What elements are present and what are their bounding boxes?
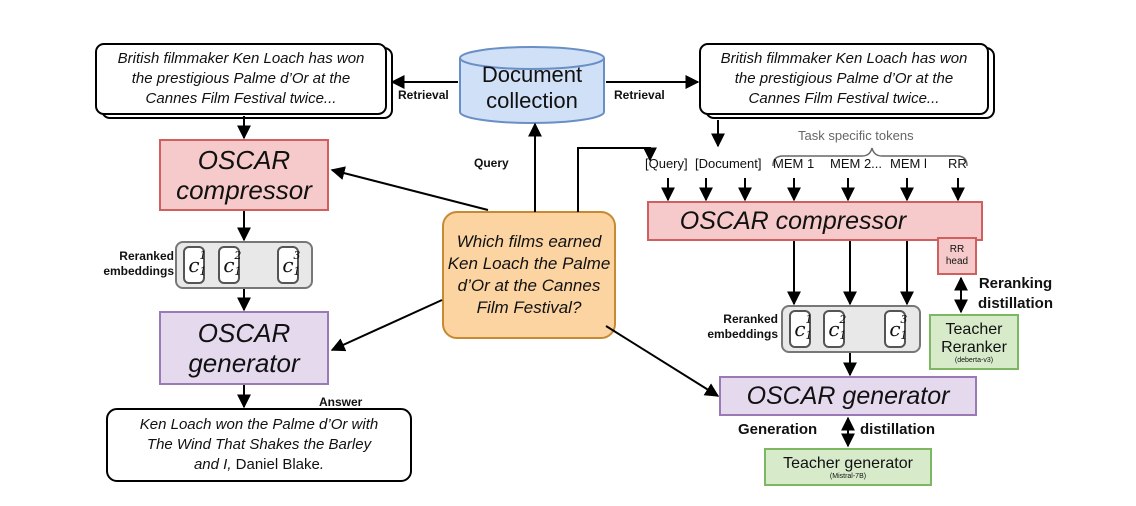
left-answer-text: Ken Loach won the Palme d’Or with The Wi…	[107, 409, 411, 481]
answer-text-main: Ken Loach won the Palme d’Or with The Wi…	[139, 416, 379, 473]
right-compressor-box	[647, 201, 983, 241]
teacher-generator-label: Teacher generator (Mistral-7B)	[765, 449, 931, 485]
retrieval-right-label: Retrieval	[614, 88, 665, 102]
rr-head-label: RR head	[945, 244, 969, 267]
document-collection-cylinder	[459, 46, 605, 124]
doc-collection-title-1: Document	[481, 62, 583, 87]
teacher-generator-box	[764, 448, 932, 486]
task-tokens-label: Task specific tokens	[798, 128, 914, 143]
query-box	[442, 211, 616, 339]
token-document: [Document]	[695, 156, 762, 171]
right-retrieved-doc-text: British filmmaker Ken Loach has won the …	[720, 50, 968, 107]
right-retrieved-doc-shape	[699, 43, 995, 119]
token-query: [Query]	[645, 156, 688, 171]
token-mem1: MEM 1	[773, 156, 815, 171]
teacher-reranker-model: (deberta-v3)	[954, 356, 994, 364]
doc-collection-title-2: collection	[486, 88, 578, 113]
right-generator-label: OSCAR generator	[746, 381, 950, 410]
teacher-generator-model: (Mistral-7B)	[829, 472, 867, 480]
token-mem2: MEM 2...	[830, 156, 883, 171]
left-reranked-embeddings-label: Reranked embeddings	[103, 249, 174, 278]
retrieval-left-label: Retrieval	[398, 88, 449, 102]
left-generator-label: OSCAR generator	[188, 318, 300, 378]
teacher-reranker-name: Teacher Reranker	[941, 320, 1007, 356]
arrow-query-to-right-generator	[605, 325, 720, 397]
answer-text-italic: Daniel Blake	[235, 456, 320, 473]
teacher-reranker-label: Teacher Reranker (deberta-v3)	[930, 315, 1018, 369]
right-compressor-label: OSCAR compressor	[679, 206, 907, 235]
left-answer-box	[106, 408, 412, 482]
left-retrieved-doc-shape	[95, 43, 393, 119]
token-rr: RR	[948, 156, 967, 171]
generation-label: Generation	[738, 421, 818, 438]
arrow-query-to-left-generator	[330, 299, 443, 352]
left-compressor-label: OSCAR compressor	[176, 145, 312, 205]
reranking-distillation-label: Reranking distillation	[978, 275, 1053, 312]
teacher-reranker-box	[929, 314, 1019, 370]
arrows	[237, 75, 968, 448]
query-text: Which films earned Ken Loach the Palme d…	[447, 232, 611, 317]
teacher-generator-name: Teacher generator	[783, 454, 913, 472]
right-reranked-embeddings-label: Reranked embeddings	[707, 312, 778, 341]
query-edge-label: Query	[474, 156, 509, 170]
distillation-label: distillation	[860, 421, 935, 438]
answer-text-end: .	[319, 456, 325, 473]
left-compressor-box	[159, 139, 329, 211]
rr-head-box	[937, 237, 977, 275]
arrow-query-to-right-tokens	[577, 147, 657, 212]
left-generator-box	[159, 311, 329, 385]
left-retrieved-doc-text: British filmmaker Ken Loach has won the …	[117, 50, 365, 107]
task-tokens-brace	[772, 147, 968, 167]
token-meml: MEM l	[890, 156, 927, 171]
arrow-query-to-left-compressor	[330, 166, 489, 211]
right-generator-box	[719, 376, 977, 416]
answer-edge-label: Answer	[319, 395, 363, 409]
